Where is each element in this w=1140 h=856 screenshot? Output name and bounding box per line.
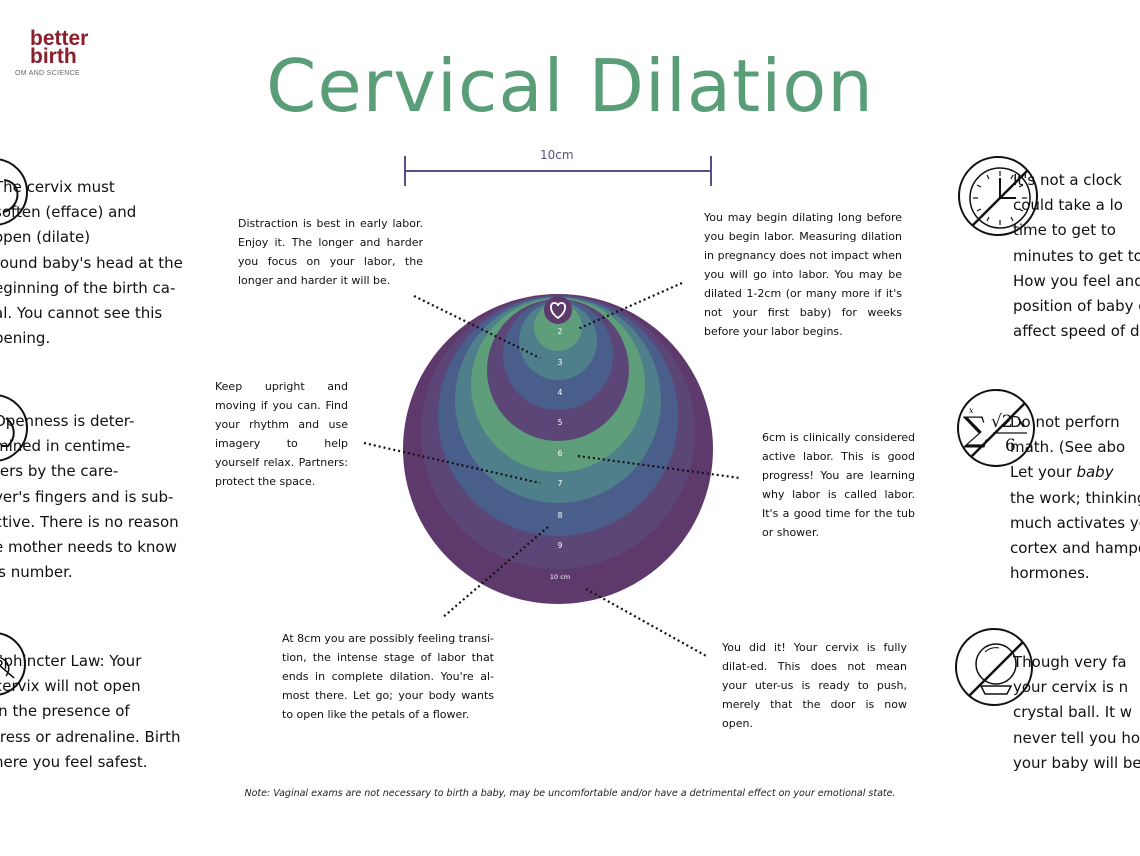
text-math-baby: baby — [1076, 463, 1114, 482]
text-do-not-perform-math: Do not perforn math. (See abo Let your b… — [1010, 410, 1140, 586]
leader-distraction — [413, 295, 541, 359]
ring-label-4: 4 — [558, 388, 563, 397]
note-begin-dilating: You may begin dilating long before you b… — [704, 211, 902, 338]
note-did-it: You did it! Your cervix is fully dilat-e… — [722, 641, 907, 730]
text-math-part2: the work; thinking much activates you co… — [1010, 488, 1140, 583]
ring-label-7: 7 — [558, 479, 563, 488]
page-title: Cervical Dilation — [266, 44, 874, 128]
logo-text-better: better — [30, 27, 89, 50]
clock-icon — [958, 156, 1038, 236]
ring-label-8: 8 — [558, 511, 563, 520]
ring-label-2: 2 — [558, 327, 563, 336]
text-crystal-ball: Though very fa your cervix is n crystal … — [1013, 653, 1140, 772]
scale-label: 10cm — [540, 148, 574, 162]
leader-six-cm — [577, 454, 741, 480]
sphincter-icon — [0, 632, 26, 696]
math-formula-icon: ∑ x √2 x 6 — [957, 389, 1035, 467]
cervix-icon — [0, 158, 28, 226]
note-distraction: Distraction is best in early labor. Enjo… — [238, 217, 423, 287]
leader-begin — [577, 281, 683, 331]
crystal-ball-icon — [955, 628, 1033, 706]
logo-text-birth: birth — [30, 45, 77, 68]
footer-note: Note: Vaginal exams are not necessary to… — [244, 788, 896, 799]
heart-icon — [549, 302, 567, 320]
svg-text:x: x — [969, 406, 974, 415]
text-not-a-clock: It's not a clock could take a lo time to… — [1013, 171, 1140, 341]
ring-label-9: 9 — [558, 541, 563, 550]
note-keep-upright: Keep upright and moving if you can. Find… — [215, 380, 348, 488]
ring-label-5: 5 — [558, 418, 563, 427]
svg-text:x: x — [1017, 413, 1026, 431]
text-cervix-must-soften: The cervix must soften (efface) and open… — [0, 178, 183, 348]
ring-1cm — [544, 296, 572, 324]
note-six-cm: 6cm is clinically considered active labo… — [762, 431, 915, 539]
logo-tagline: OM AND SCIENCE — [15, 70, 80, 77]
leader-eight-cm — [441, 526, 549, 619]
leader-did-it — [585, 588, 709, 658]
ring-label-3: 3 — [558, 358, 563, 367]
text-sphincter-law: Sphincter Law: Your cervix will not open… — [0, 652, 181, 771]
svg-text:√2: √2 — [991, 412, 1013, 432]
ring-label-6: 6 — [558, 449, 563, 458]
text-openness: Openness is deter- mined in centime- ter… — [0, 412, 179, 582]
hand-icon — [0, 394, 28, 462]
note-eight-cm: At 8cm you are possibly feeling transi-t… — [282, 632, 494, 721]
ring-label-10: 10 cm — [550, 573, 570, 581]
svg-text:6: 6 — [1005, 436, 1016, 456]
leader-upright — [363, 441, 541, 485]
text-math-part1: Do not perforn math. (See abo Let your — [1010, 413, 1126, 482]
